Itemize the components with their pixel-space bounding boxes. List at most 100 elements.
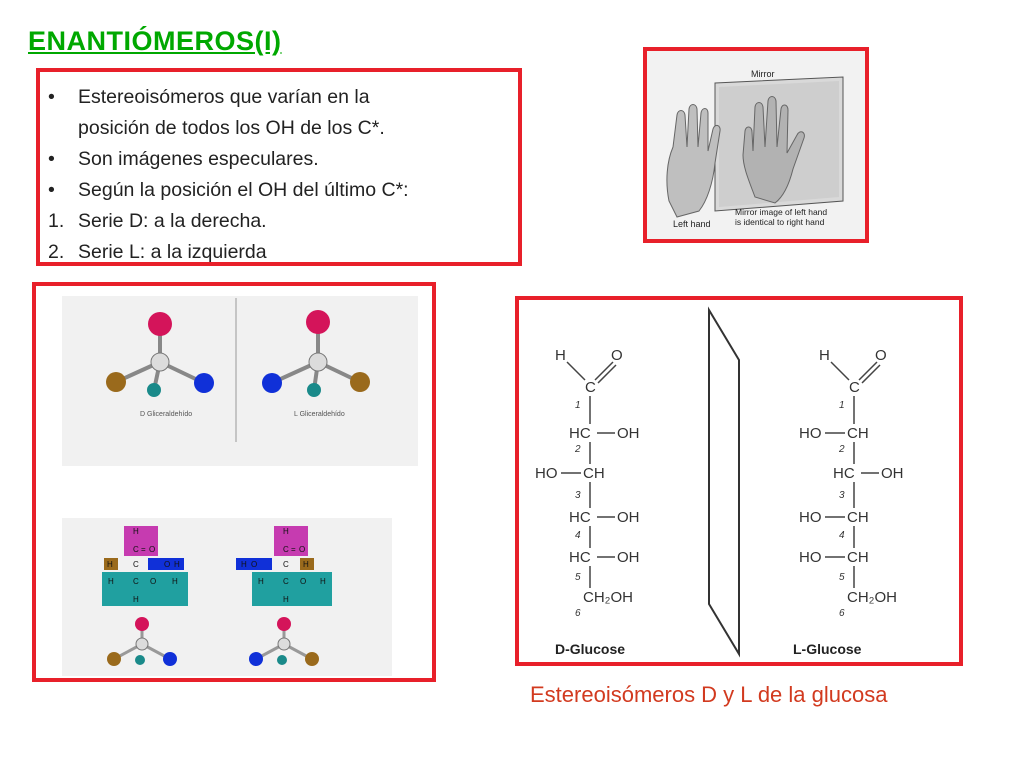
bullet-list: •Estereoisómeros que varían en la posici…: [40, 72, 518, 268]
l-glyceraldehyde-label: L Gliceraldehído: [294, 411, 345, 418]
svg-text:H: H: [174, 560, 180, 569]
svg-text:C: C: [133, 560, 139, 569]
bullet-box: •Estereoisómeros que varían en la posici…: [36, 68, 522, 266]
svg-text:OH: OH: [617, 549, 640, 566]
oxygen-atom: [148, 312, 172, 336]
svg-text:2: 2: [574, 444, 581, 455]
numbered-item: 2.Serie L: a la izquierda: [48, 241, 267, 263]
svg-text:OH: OH: [617, 509, 640, 526]
carbon-group-atom: [106, 372, 126, 392]
svg-text:CH: CH: [847, 549, 869, 566]
svg-text:CH₂OH: CH₂OH: [847, 589, 897, 606]
svg-text:H: H: [320, 577, 326, 586]
bullet-item: posición de todos los OH de los C*.: [78, 117, 385, 139]
bullet-item: •Estereoisómeros que varían en la: [48, 86, 370, 108]
svg-text:6: 6: [839, 608, 845, 619]
svg-text:HO: HO: [535, 465, 558, 482]
svg-text:3: 3: [839, 490, 845, 501]
svg-text:1: 1: [839, 400, 845, 411]
mirror-label: Mirror: [751, 69, 775, 79]
d-glyceraldehyde-model: [106, 312, 214, 397]
svg-text:O: O: [611, 347, 623, 364]
slide-title: ENANTIÓMEROS(I): [28, 26, 282, 56]
svg-text:CH: CH: [847, 425, 869, 442]
svg-text:4: 4: [575, 530, 581, 541]
svg-text:H: H: [303, 560, 309, 569]
left-hand-label: Left hand: [673, 219, 711, 229]
svg-text:4: 4: [839, 530, 845, 541]
svg-text:C: C: [133, 545, 139, 554]
svg-text:6: 6: [575, 608, 581, 619]
l-glyceraldehyde-model: [262, 310, 370, 397]
svg-text:O: O: [164, 560, 170, 569]
svg-text:H: H: [258, 577, 264, 586]
glyceraldehyde-figure: D Gliceraldehído L Gliceraldehído H C = …: [32, 282, 436, 682]
svg-text:H: H: [283, 595, 289, 604]
svg-text:CH: CH: [847, 509, 869, 526]
glucose-fischer-illustration: H O C 1 HC OH 2 HO CH 3 HC OH 4 HC OH 5 …: [535, 306, 904, 658]
svg-text:H: H: [133, 595, 139, 604]
hydrogen-atom: [147, 383, 161, 397]
l-small-model: [249, 617, 319, 666]
svg-text:O: O: [300, 577, 306, 586]
svg-text:H: H: [555, 347, 566, 364]
glyceraldehyde-illustration: D Gliceraldehído L Gliceraldehído H C = …: [62, 296, 418, 676]
svg-text:H: H: [108, 577, 114, 586]
svg-text:HC: HC: [569, 425, 591, 442]
svg-text:2: 2: [838, 444, 845, 455]
svg-text:OH: OH: [881, 465, 904, 482]
svg-text:3: 3: [575, 490, 581, 501]
d-glucose-structure: H O C 1 HC OH 2 HO CH 3 HC OH 4 HC OH 5 …: [535, 347, 640, 619]
svg-text:1: 1: [575, 400, 581, 411]
svg-text:O: O: [875, 347, 887, 364]
l-glucose-label: L-Glucose: [793, 641, 862, 657]
svg-text:HC: HC: [569, 509, 591, 526]
d-fischer-projection: H C = O H C O H H C O H H: [102, 526, 188, 606]
mirror-caption-line-2: is identical to right hand: [735, 217, 825, 227]
svg-text:OH: OH: [617, 425, 640, 442]
svg-text:C: C: [849, 379, 860, 396]
svg-text:O: O: [149, 545, 155, 554]
svg-text:CH₂OH: CH₂OH: [583, 589, 633, 606]
svg-text:H: H: [819, 347, 830, 364]
svg-text:HO: HO: [799, 425, 822, 442]
svg-text:H: H: [283, 527, 289, 536]
svg-text:H: H: [172, 577, 178, 586]
svg-text:HO: HO: [799, 549, 822, 566]
l-fischer-projection: H C = O H O C H H C O H H: [236, 526, 332, 606]
svg-text:=: =: [291, 545, 296, 554]
svg-text:O: O: [251, 560, 257, 569]
mirror-hand-icon: [742, 96, 805, 204]
svg-text:H: H: [133, 527, 139, 536]
svg-text:5: 5: [575, 572, 581, 583]
svg-text:=: =: [141, 545, 146, 554]
bullet-item: •Según la posición el OH del último C*:: [48, 179, 409, 201]
mirror-plane: [708, 306, 740, 658]
glucose-caption: Estereoisómeros D y L de la glucosa: [530, 682, 888, 707]
hydroxyl-atom: [194, 373, 214, 393]
svg-text:H: H: [241, 560, 247, 569]
svg-text:C: C: [283, 560, 289, 569]
svg-text:O: O: [299, 545, 305, 554]
svg-text:HC: HC: [833, 465, 855, 482]
svg-text:C: C: [283, 545, 289, 554]
d-glyceraldehyde-label: D Gliceraldehído: [140, 411, 192, 418]
svg-text:H: H: [107, 560, 113, 569]
d-small-model: [107, 617, 177, 666]
svg-text:C: C: [133, 577, 139, 586]
glucose-figure: H O C 1 HC OH 2 HO CH 3 HC OH 4 HC OH 5 …: [515, 296, 963, 666]
svg-text:O: O: [150, 577, 156, 586]
svg-text:HC: HC: [569, 549, 591, 566]
mirror-hands-figure: Mirror Left hand Mirror image of left ha…: [643, 47, 869, 243]
svg-text:C: C: [283, 577, 289, 586]
svg-text:5: 5: [839, 572, 845, 583]
svg-text:CH: CH: [583, 465, 605, 482]
bullet-item: •Son imágenes especulares.: [48, 148, 319, 170]
d-glucose-label: D-Glucose: [555, 641, 625, 657]
svg-text:C: C: [585, 379, 596, 396]
left-hand-icon: [666, 104, 721, 218]
mirror-caption-line-1: Mirror image of left hand: [735, 207, 827, 217]
svg-text:HO: HO: [799, 509, 822, 526]
numbered-item: 1.Serie D: a la derecha.: [48, 210, 267, 232]
mirror-hands-illustration: Mirror Left hand Mirror image of left ha…: [647, 51, 865, 239]
